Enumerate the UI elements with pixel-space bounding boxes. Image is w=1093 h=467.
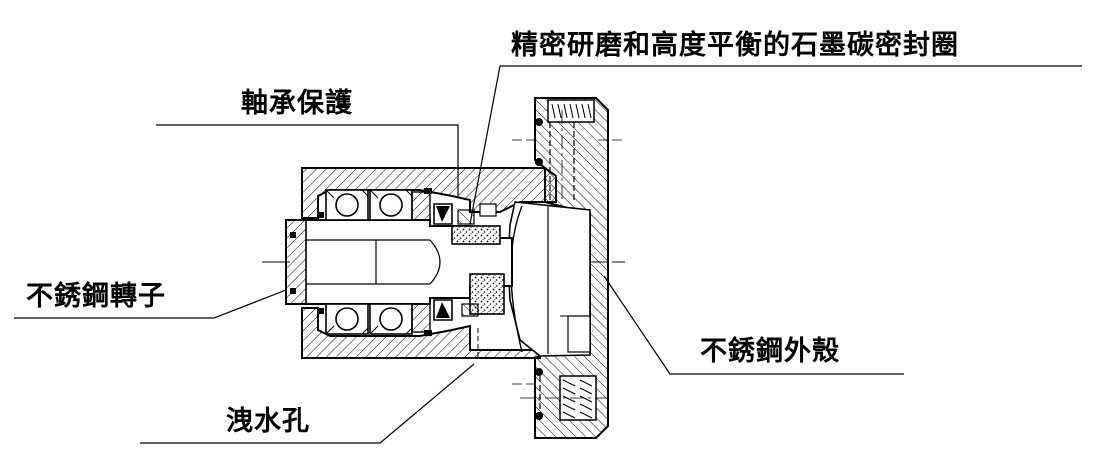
leader-rotor [14, 289, 287, 319]
side-port [567, 315, 591, 353]
graphite-seal-ring-upper [451, 225, 501, 245]
label-bearing: 軸承保護 [241, 88, 353, 119]
label-rotor: 不銹鋼轉子 [26, 281, 166, 312]
o-ring-3 [535, 368, 543, 376]
leader-housing [603, 275, 904, 375]
leader-drain-hole [140, 363, 475, 444]
leader-graphite-seal [469, 65, 1082, 225]
o-ring-4 [535, 412, 543, 420]
label-drain-hole: 洩水孔 [226, 406, 310, 437]
label-graphite-seal: 精密研磨和高度平衡的石墨碳密封圈 [511, 30, 959, 61]
o-ring-1 [535, 118, 543, 126]
bearing-carrier-lower [301, 307, 541, 359]
label-housing: 不銹鋼外殼 [700, 336, 840, 367]
leader-bearing [156, 124, 459, 196]
o-ring-2 [535, 158, 543, 166]
